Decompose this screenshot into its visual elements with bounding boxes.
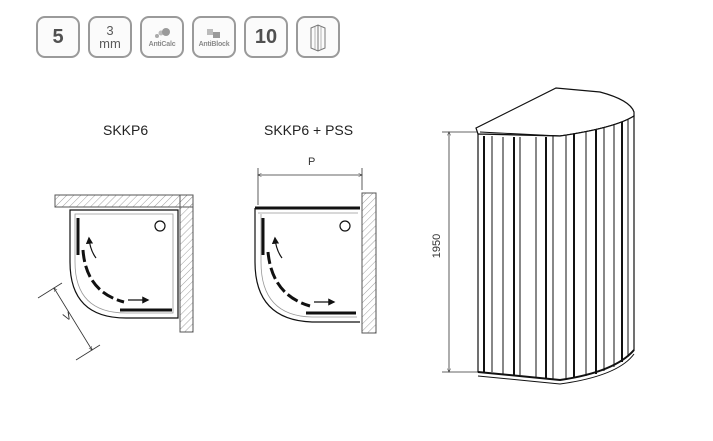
antiblock-label: AntiBlock (198, 40, 230, 48)
antiblock-badge: AntiBlock (192, 16, 236, 58)
enclosure-3d-view (442, 87, 635, 385)
middle-diagram-title: SKKP6 + PSS (264, 122, 354, 138)
door-profile-icon (310, 24, 326, 52)
glass-unit-top: 3 (106, 23, 114, 38)
top-wall (54, 194, 194, 208)
profile-badge (296, 16, 340, 58)
glass-thickness-badge: 5 (36, 16, 80, 58)
warranty-value: 10 (254, 26, 278, 48)
anticalc-label: AntiCalc (148, 40, 176, 48)
open-arrow-up (85, 236, 97, 259)
glass-unit-bottom: mm (99, 36, 121, 51)
skkp6-pss-plan-view (254, 168, 377, 334)
glass-thickness-value: 5 (52, 26, 64, 48)
blocks-icon (207, 28, 220, 38)
water-drops-icon (155, 27, 170, 38)
height-dimension-label: 1950 (431, 233, 444, 259)
pss-wall (361, 192, 377, 334)
pss-shower-tray (254, 208, 360, 323)
dimension-p-label: P (308, 156, 316, 168)
skkp6-plan-view (37, 194, 194, 361)
warranty-badge: 10 (244, 16, 288, 58)
anticalc-badge: AntiCalc (140, 16, 184, 58)
left-diagram-title: SKKP6 (103, 122, 149, 138)
glass-unit-badge: 3 mm (88, 16, 132, 58)
right-wall (179, 194, 194, 333)
drain-icon (154, 220, 166, 232)
pss-drain-icon (339, 220, 351, 232)
